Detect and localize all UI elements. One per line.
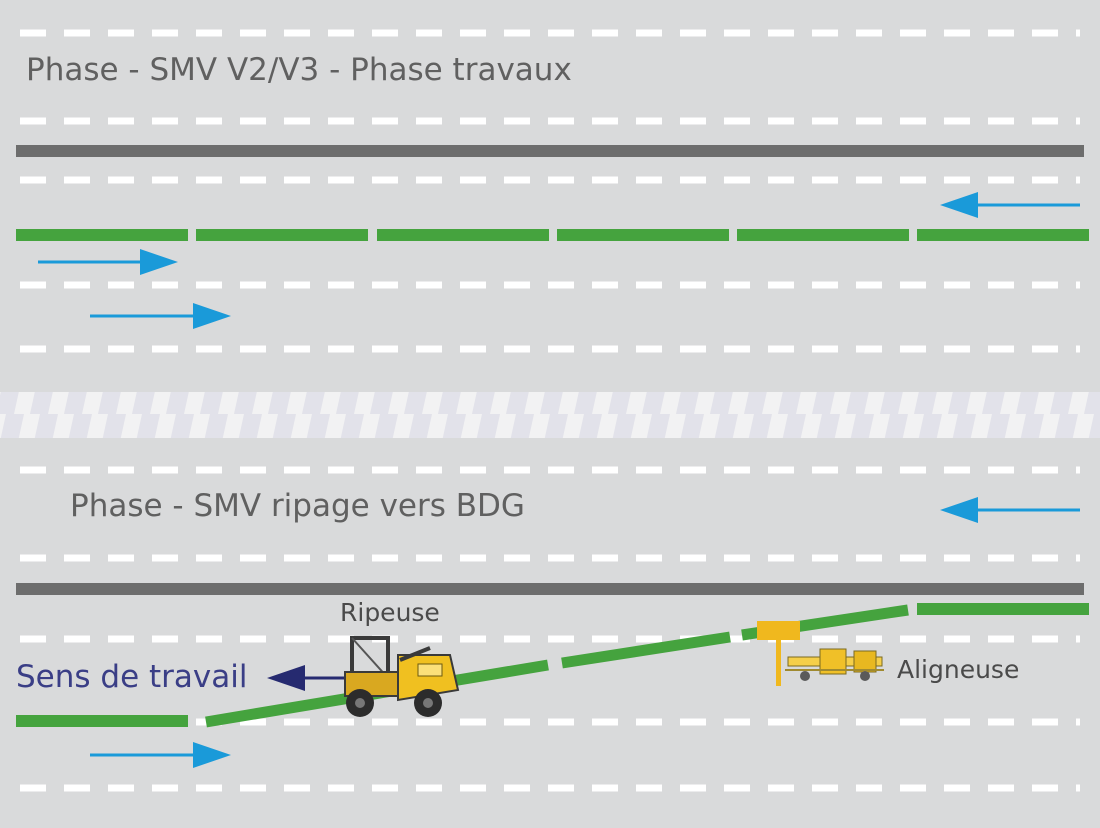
bottom-arrow-left <box>940 497 1080 523</box>
top-barrier <box>16 145 1084 157</box>
top-phase-title: Phase - SMV V2/V3 - Phase travaux <box>26 52 572 88</box>
top-arrow-right-1 <box>38 249 178 275</box>
top-phase-panel: Phase - SMV V2/V3 - Phase travaux <box>0 0 1100 392</box>
aligneuse-machine-icon <box>757 621 884 686</box>
bottom-green-line <box>16 603 1089 728</box>
phase-separator <box>0 392 1100 438</box>
top-lane-markings <box>20 29 1080 353</box>
aligneuse-label: Aligneuse <box>897 655 1019 684</box>
bottom-barrier <box>16 583 1084 595</box>
top-arrow-left <box>940 192 1080 218</box>
bottom-phase-panel: Phase - SMV ripage vers BDG Sens de trav… <box>0 438 1100 828</box>
top-green-line <box>16 229 1089 241</box>
ripeuse-label: Ripeuse <box>340 598 440 627</box>
work-direction-label: Sens de travail <box>16 659 247 695</box>
bottom-lane-markings <box>20 466 1080 792</box>
ripeuse-machine-icon <box>344 636 460 717</box>
bottom-arrow-right <box>90 742 231 768</box>
top-arrow-right-2 <box>90 303 231 329</box>
bottom-phase-title: Phase - SMV ripage vers BDG <box>70 488 525 524</box>
